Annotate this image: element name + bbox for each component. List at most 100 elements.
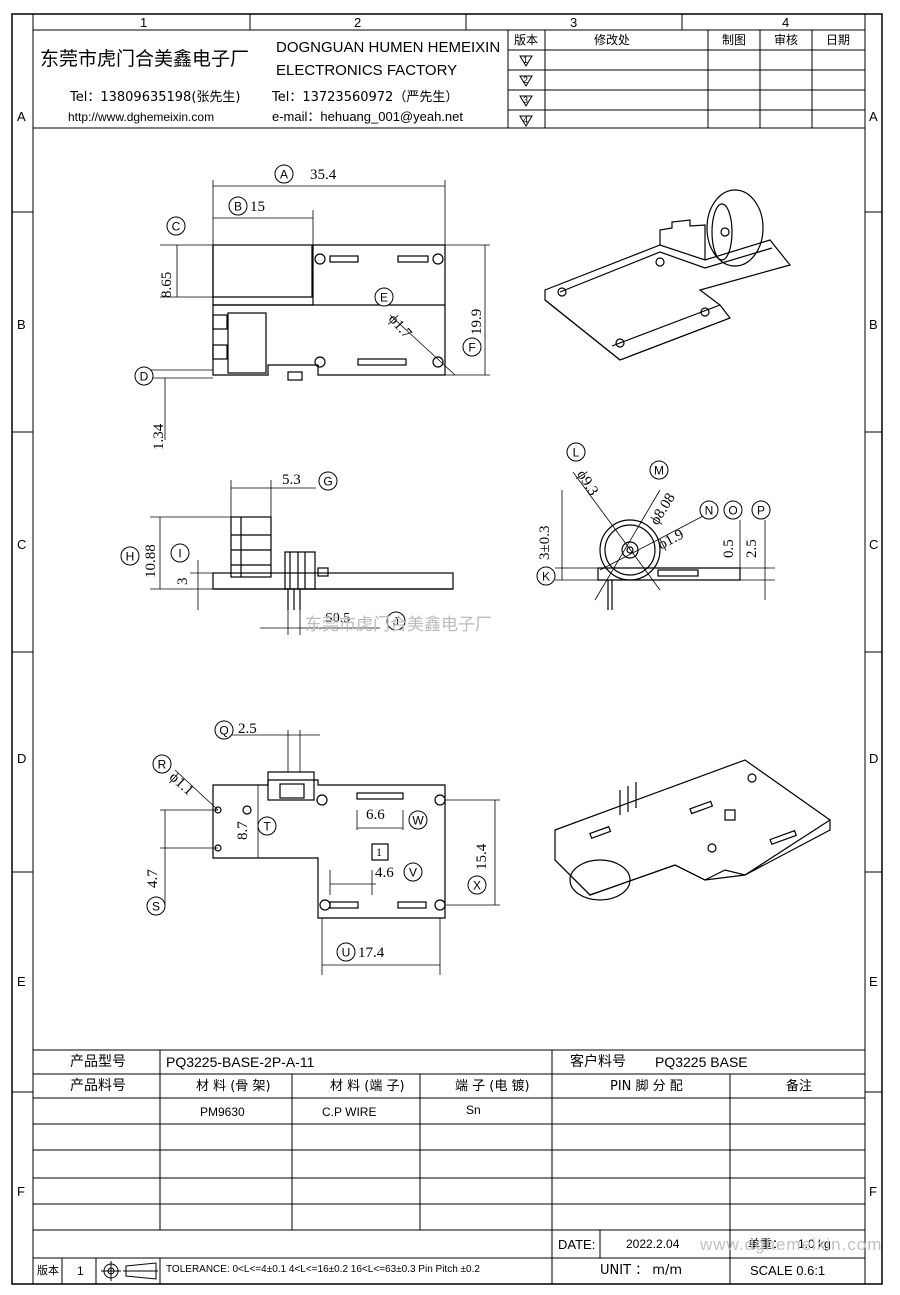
dim-O-value: 0.5 — [721, 539, 737, 558]
url-watermark: www.dghemeixin.com — [700, 1235, 883, 1254]
row-label-E-right: E — [869, 974, 878, 989]
row-label-B-right: B — [869, 317, 878, 332]
unit-note: UNIT ： m/m — [600, 1263, 682, 1278]
dim-tag-N-letter: N — [705, 504, 714, 518]
dim-A-value: 35.4 — [310, 167, 337, 183]
value-version: 1 — [77, 1264, 84, 1278]
dim-tag-E-letter: E — [380, 291, 388, 305]
company-name-en-2: ELECTRONICS FACTORY — [276, 62, 458, 79]
label-material-bobbin: 材 料 (骨 架) — [196, 1079, 271, 1094]
rev-mark-3: 3 — [523, 95, 529, 105]
dim-K-value: 3±0.3 — [537, 525, 553, 560]
dim-F-value: 19.9 — [469, 308, 485, 335]
contact-tel-1: Tel：13809635198(张先生) — [70, 90, 241, 105]
rev-header-version: 版本 — [514, 33, 539, 47]
row-label-F: F — [17, 1184, 25, 1199]
dim-Q-value: 2.5 — [238, 721, 257, 737]
dim-tag-S-letter: S — [152, 900, 160, 914]
dim-tag-U-letter: U — [342, 946, 351, 960]
dim-tag-T-letter: T — [263, 820, 271, 834]
dim-tag-R-letter: R — [158, 758, 167, 772]
dim-tag-B-letter: B — [234, 200, 242, 214]
dim-tag-M-letter: M — [654, 464, 664, 478]
dim-tag-V: V — [403, 862, 423, 882]
dim-tag-E: E — [374, 287, 394, 307]
email-address: e-mail：hehuang_001@yeah.net — [272, 109, 463, 124]
dim-B-value: 15 — [250, 199, 265, 215]
dim-tag-C: C — [166, 216, 186, 236]
row-label-E: E — [17, 974, 26, 989]
dim-tag-Q-letter: Q — [219, 724, 228, 738]
dim-G-value: 5.3 — [282, 472, 301, 488]
dim-T-value: 8.7 — [235, 821, 251, 840]
dim-tag-P: P — [751, 500, 771, 520]
label-remark: 备注 — [786, 1079, 813, 1094]
dim-tag-K: K — [536, 566, 556, 586]
dim-tag-L: L — [566, 442, 586, 462]
dim-C-value: 8.65 — [159, 271, 175, 298]
dim-tag-B: B — [228, 196, 248, 216]
dim-tag-W-letter: W — [412, 814, 424, 828]
dim-tag-P-letter: P — [757, 504, 765, 518]
dim-tag-H: H — [120, 546, 140, 566]
value-customer-part: PQ3225 BASE — [655, 1054, 748, 1070]
value-product-model: PQ3225-BASE-2P-A-11 — [166, 1054, 315, 1070]
rev-header-date: 日期 — [826, 33, 851, 47]
dim-tag-R: R — [152, 754, 172, 774]
dim-tag-K-letter: K — [542, 570, 550, 584]
dim-tag-M: M — [649, 460, 669, 480]
dim-tag-V-letter: V — [409, 866, 417, 880]
scale-note: SCALE 0.6:1 — [750, 1263, 826, 1278]
label-pin-assignment: PIN 脚 分 配 — [610, 1079, 683, 1094]
dim-W-value: 6.6 — [366, 807, 385, 823]
dim-P-value: 2.5 — [744, 539, 760, 558]
col-label-4: 4 — [782, 15, 790, 30]
value-material-bobbin: PM9630 — [200, 1105, 245, 1119]
col-label-1: 1 — [140, 15, 148, 30]
dim-tag-A: A — [274, 164, 294, 184]
value-weight: 1.0 kg — [798, 1237, 831, 1251]
row-label-C-right: C — [869, 537, 879, 552]
dim-V-value: 4.6 — [375, 865, 394, 881]
label-date: DATE: — [558, 1237, 596, 1252]
dim-tag-X: X — [467, 875, 487, 895]
dim-S-value: 4.7 — [145, 869, 161, 888]
dim-tag-C-letter: C — [172, 220, 181, 234]
col-label-2: 2 — [354, 15, 362, 30]
rev-mark-4: 4 — [523, 115, 529, 125]
dim-tag-G: G — [318, 471, 338, 491]
dim-H-value: 10.88 — [143, 544, 159, 578]
value-material-pin: C.P WIRE — [322, 1105, 377, 1119]
rev-header-change: 修改处 — [594, 33, 631, 47]
website-link[interactable]: http://www.dghemeixin.com — [68, 110, 215, 124]
label-customer-part: 客户料号 — [570, 1054, 626, 1070]
dim-tag-O-letter: O — [728, 504, 737, 518]
row-label-B: B — [17, 317, 26, 332]
dim-tag-X-letter: X — [473, 879, 481, 893]
dim-tag-I-letter: I — [178, 547, 181, 561]
label-product-part: 产品料号 — [70, 1078, 126, 1094]
dim-J-value: S0.5 — [325, 611, 351, 626]
dim-tag-W: W — [408, 810, 428, 830]
rev-mark-2: 2 — [523, 75, 529, 85]
dim-U-value: 17.4 — [358, 945, 385, 961]
label-material-pin: 材 料 (端 子) — [330, 1079, 405, 1094]
row-label-D-right: D — [869, 751, 879, 766]
rev-header-checked: 审核 — [774, 33, 799, 47]
row-label-D: D — [17, 751, 27, 766]
dim-tag-N: N — [699, 500, 719, 520]
label-weight: 单重： — [748, 1237, 785, 1251]
dim-tag-A-letter: A — [280, 168, 288, 182]
dim-X-value: 15.4 — [474, 843, 490, 870]
dim-tag-J: J — [386, 611, 406, 631]
value-date: 2022.2.04 — [626, 1237, 680, 1251]
dim-tag-U: U — [336, 942, 356, 962]
col-label-3: 3 — [570, 15, 578, 30]
row-label-F-right: F — [869, 1184, 877, 1199]
dim-D-value: 1.34 — [151, 423, 167, 450]
row-label-A-right: A — [869, 109, 878, 124]
dim-tag-F-letter: F — [468, 341, 475, 355]
dim-tag-S: S — [146, 896, 166, 916]
dim-tag-L-letter: L — [573, 446, 580, 460]
